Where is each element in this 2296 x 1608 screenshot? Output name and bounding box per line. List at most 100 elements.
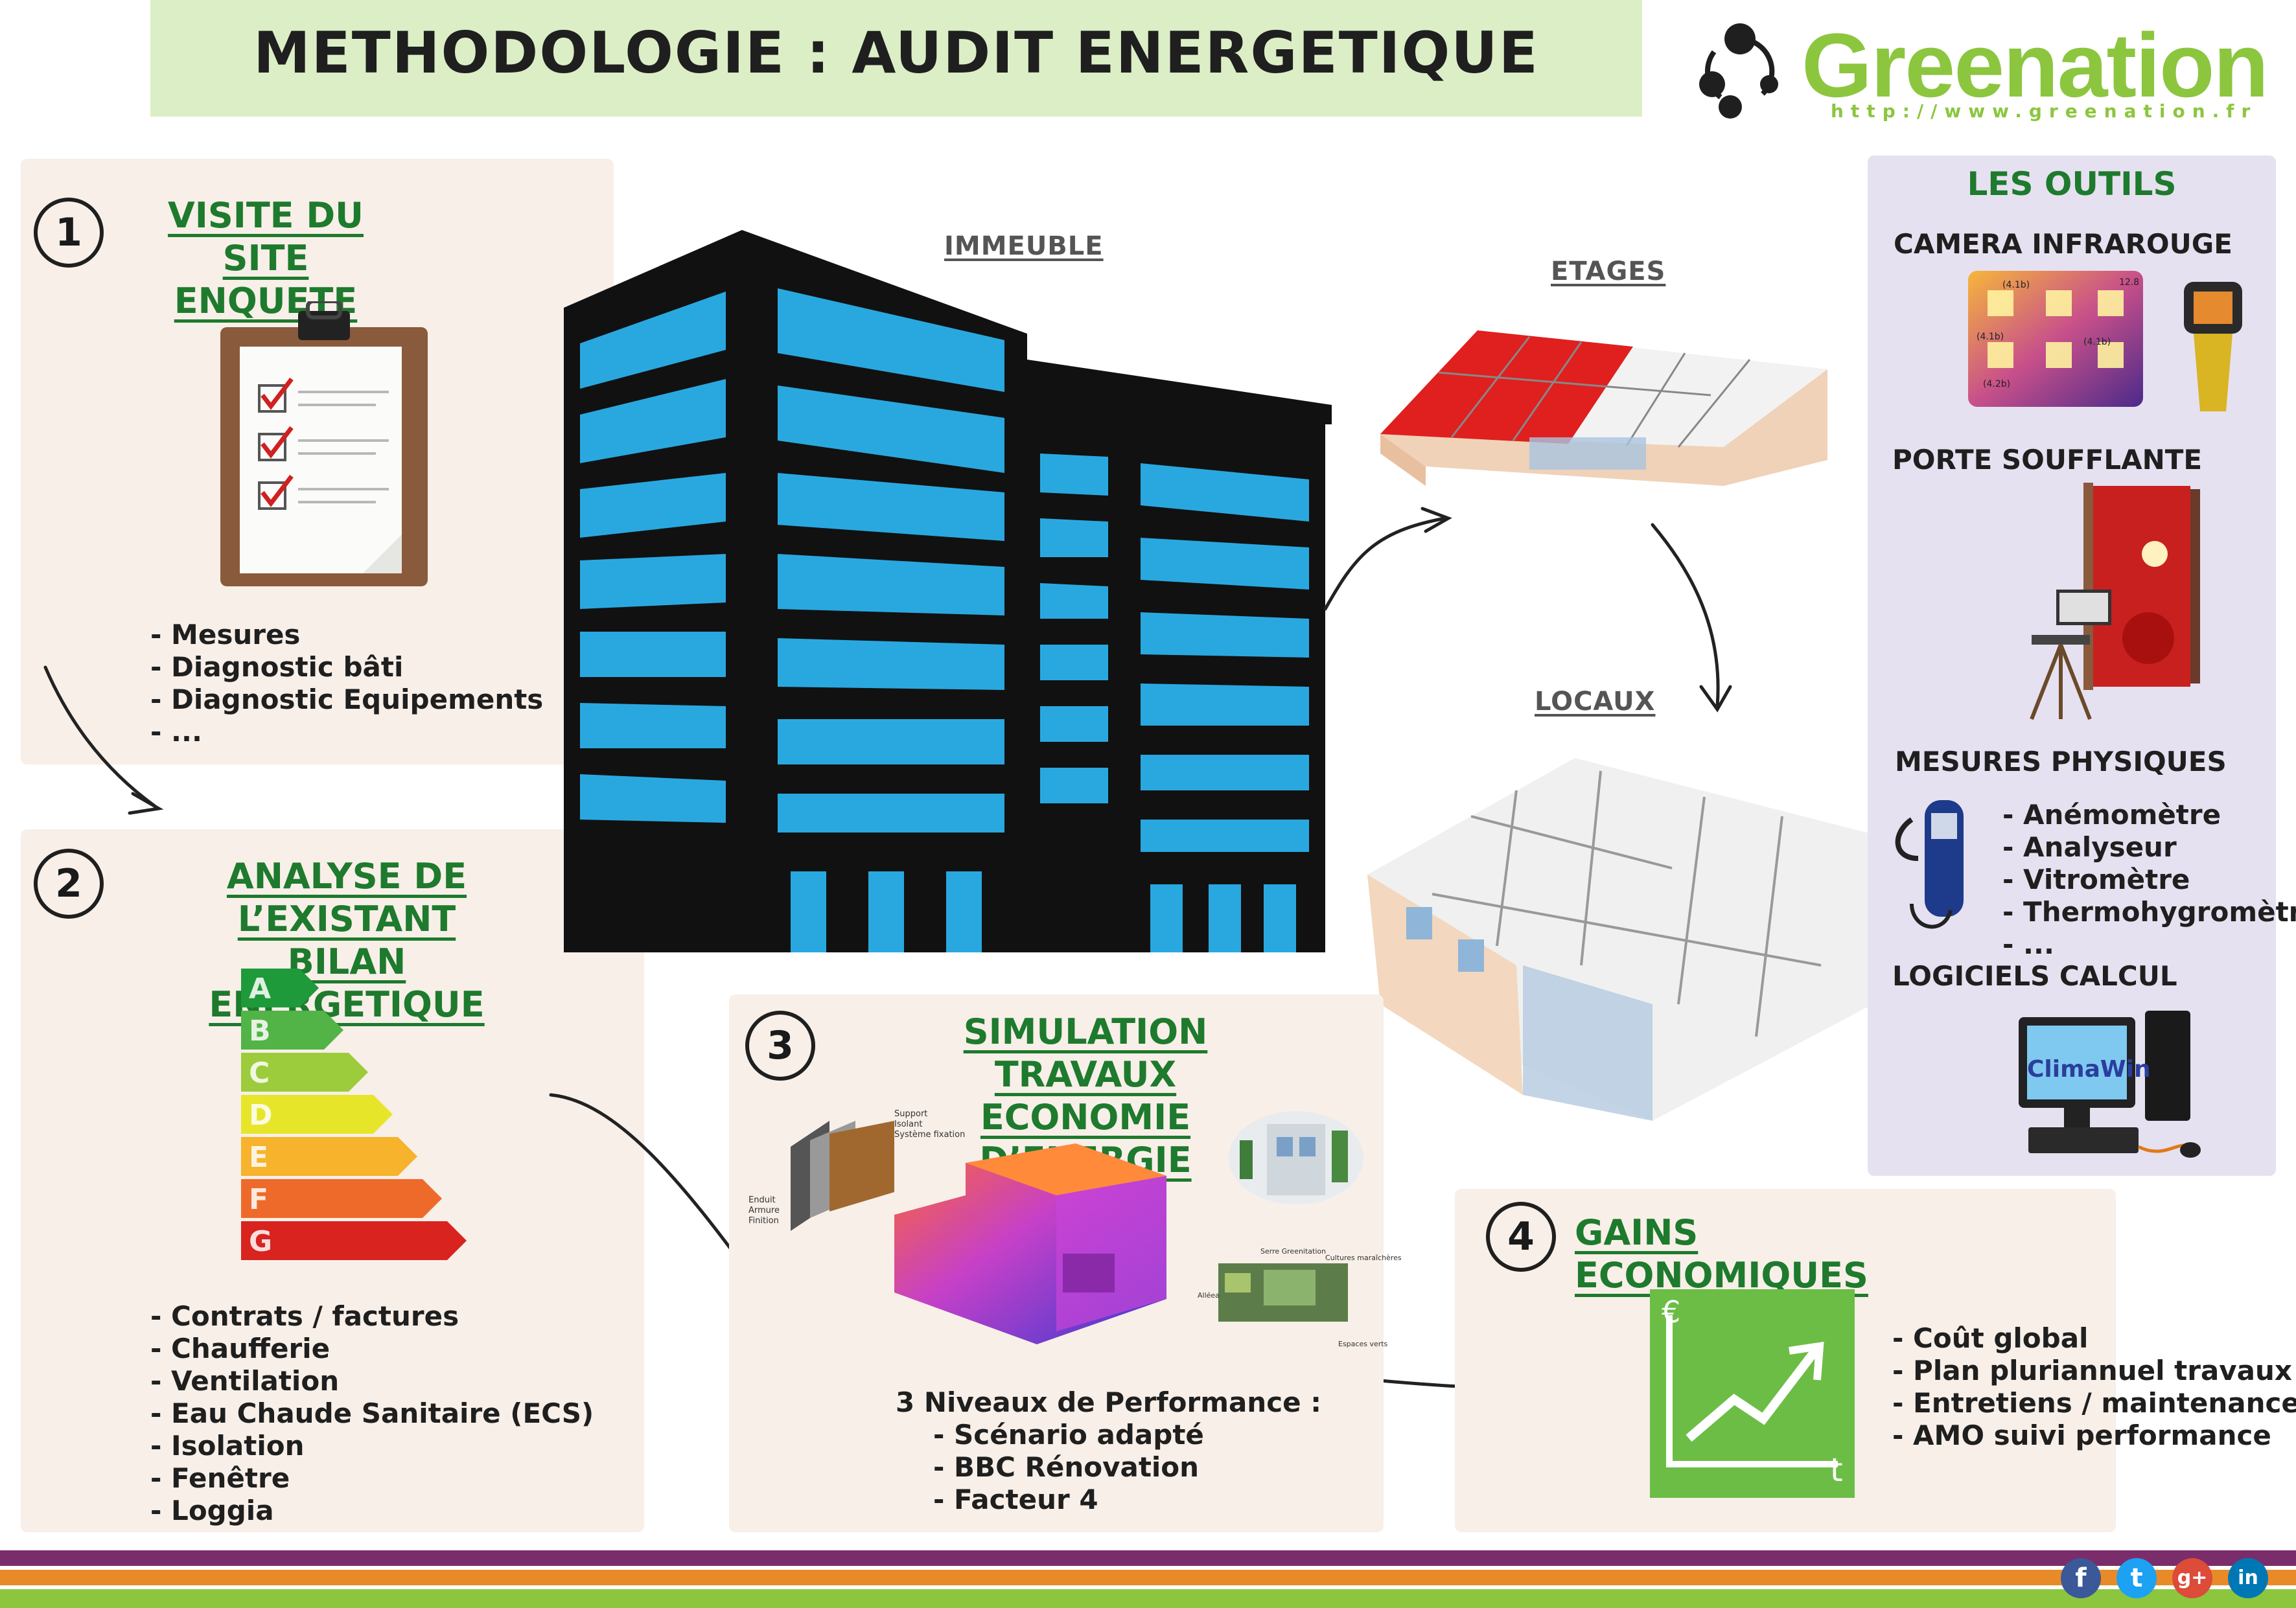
wall-layer-label: Armure [748, 1206, 780, 1215]
step4-title: GAINS ECONOMIQUES [1575, 1212, 1868, 1296]
list-item: - Mesures [150, 619, 301, 650]
list-item: - BBC Rénovation [933, 1451, 1200, 1483]
savings-chart-icon: € t [1650, 1289, 1855, 1498]
list-item: - Analyseur [2002, 831, 2177, 863]
wall-layer-label: Système fixation [894, 1130, 966, 1140]
energy-class-bar [241, 1053, 368, 1092]
step1-number: 1 [34, 198, 104, 268]
arrow-building-to-etages [1323, 516, 1447, 611]
energy-class-letter: F [249, 1183, 268, 1216]
thermal-label: 12.8 [2119, 277, 2140, 288]
linkedin-icon[interactable]: in [2228, 1558, 2268, 1598]
list-item: - Facteur 4 [933, 1484, 1098, 1515]
twitter-icon[interactable]: t [2116, 1558, 2157, 1598]
list-item: - Ventilation [150, 1365, 340, 1397]
step3-performance: 3 Niveaux de Performance : - Scénario ad… [896, 1386, 1321, 1516]
blower-door-icon [2030, 483, 2200, 720]
list-item: - Isolation [150, 1430, 305, 1462]
wall-layer-label: Finition [748, 1216, 779, 1226]
step2-number: 2 [34, 849, 104, 919]
roof-label-2: Cultures maraîchères [1325, 1254, 1402, 1262]
immeuble-label: IMMEUBLE [944, 231, 1104, 261]
arrow-etages-to-locaux [1651, 523, 1720, 708]
list-item: - Scénario adapté [933, 1419, 1204, 1451]
thermal-label: (4.1b) [2002, 280, 2030, 290]
list-item: - Eau Chaude Sanitaire (ECS) [150, 1397, 594, 1429]
energy-class-bar [241, 1221, 467, 1260]
footer-stripe-purple [0, 1550, 2296, 1566]
energy-class-letter: D [249, 1099, 273, 1132]
green-roof-plan-illustration [1218, 1263, 1348, 1322]
list-item: - ... [150, 716, 202, 748]
list-item: - Entretiens / maintenance [1892, 1387, 2296, 1419]
logiciels-heading: LOGICIELS CALCUL [1892, 960, 2177, 992]
list-item: - Loggia [150, 1495, 274, 1526]
step3-number: 3 [745, 1011, 815, 1081]
wall-layers-right: Support Isolant Système fixation [894, 1109, 965, 1140]
brand-name: Greenation [1802, 14, 2269, 116]
list-item: - Chaufferie [150, 1333, 330, 1364]
clipboard-checklist-icon [220, 301, 428, 586]
wall-layer-label: Enduit [748, 1195, 776, 1205]
title-banner [150, 0, 1642, 117]
list-item: - ... [2002, 928, 2054, 960]
trend-up-icon [1666, 1315, 1838, 1467]
building-illustration [564, 230, 1332, 952]
list-item: - Diagnostic bâti [150, 651, 404, 683]
energy-class-bar [241, 1137, 417, 1176]
roof-label-3: Alléea [1198, 1291, 1220, 1300]
facebook-icon[interactable]: f [2061, 1558, 2101, 1598]
locaux-label: LOCAUX [1535, 687, 1656, 717]
step3-title-line1: SIMULATION TRAVAUX [963, 1011, 1208, 1095]
google-plus-icon[interactable]: g+ [2172, 1558, 2212, 1598]
perf-heading: 3 Niveaux de Performance : [896, 1386, 1322, 1418]
roof-label-4: Espaces verts [1338, 1340, 1388, 1348]
energy-class-letter: B [249, 1015, 271, 1048]
brand-url[interactable]: http://www.greenation.fr [1831, 100, 2258, 122]
list-item: - Diagnostic Equipements [150, 683, 544, 715]
list-item: - AMO suivi performance [1892, 1419, 2271, 1451]
energy-class-bar [241, 1011, 343, 1050]
energy-class-bar [241, 1179, 442, 1218]
footer-stripe-green [0, 1589, 2296, 1608]
step1-bullets: - Mesures - Diagnostic bâti - Diagnostic… [150, 619, 543, 748]
infrared-image-photo [1968, 271, 2143, 407]
wall-layer-label: Isolant [894, 1120, 923, 1129]
footer-stripe-orange [0, 1570, 2296, 1585]
thermal-simulation-house-illustration [894, 1143, 1166, 1344]
mesures-list: - Anémomètre - Analyseur - Vitromètre - … [2002, 799, 2296, 961]
measurement-device-icon [1895, 800, 1964, 929]
wall-layer-label: Support [894, 1109, 928, 1119]
camera-heading: CAMERA INFRAROUGE [1894, 228, 2232, 260]
list-item: - Plan pluriannuel travaux [1892, 1355, 2292, 1386]
floor-plan-locaux-illustration [1367, 758, 1879, 1121]
mesures-heading: MESURES PHYSIQUES [1895, 746, 2227, 777]
infrared-camera-icon [2184, 282, 2242, 411]
step4-number: 4 [1486, 1202, 1556, 1272]
step4-bullets: - Coût global - Plan pluriannuel travaux… [1892, 1322, 2296, 1452]
thermal-label: (4.1b) [2083, 337, 2111, 347]
etages-label: ETAGES [1551, 257, 1666, 286]
list-item: - Anémomètre [2002, 799, 2221, 831]
energy-class-bar [241, 1095, 393, 1134]
thermal-label: (4.2b) [1983, 379, 2011, 389]
step2-bullets: - Contrats / factures - Chaufferie - Ven… [150, 1300, 594, 1527]
greenation-logo[interactable]: Greenation http://www.greenation.fr [1685, 13, 2269, 130]
door-heading: PORTE SOUFFLANTE [1892, 444, 2203, 476]
floor-plan-etages-illustration [1380, 330, 1827, 486]
list-item: - Vitromètre [2002, 864, 2190, 895]
list-item: - Contrats / factures [150, 1300, 459, 1332]
computer-software-icon [2019, 1011, 2201, 1158]
list-item: - Thermohygromètre [2002, 896, 2296, 928]
tools-title: LES OUTILS [1967, 165, 2177, 203]
software-name: ClimaWin [2027, 1056, 2151, 1083]
roof-label-1: Serre Greenitation [1260, 1247, 1327, 1256]
energy-class-letter: A [249, 972, 271, 1005]
euro-symbol: € [1662, 1294, 1681, 1329]
energy-class-letter: E [249, 1141, 268, 1174]
energy-class-letter: C [249, 1057, 270, 1090]
time-symbol: t [1830, 1451, 1843, 1489]
logo-molecule-icon [1699, 23, 1778, 119]
step2-title-line1: ANALYSE DE L’EXISTANT [226, 856, 467, 939]
